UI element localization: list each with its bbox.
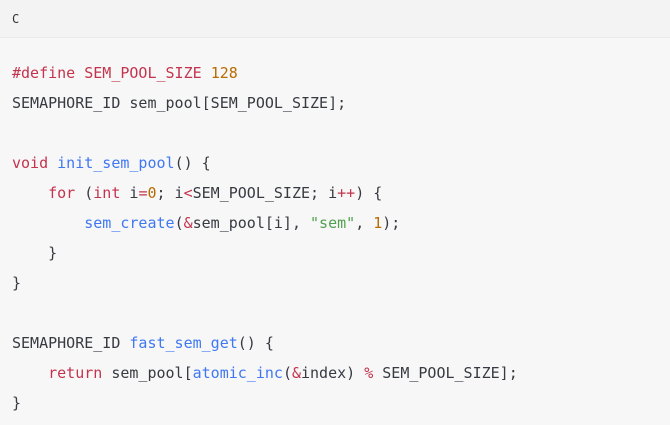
code-token: < [183, 184, 193, 202]
code-line: sem_create(&sem_pool[i], "sem", 1); [12, 208, 658, 238]
code-token: SEM_POOL_SIZE]; [373, 364, 518, 382]
code-token: SEM_POOL_SIZE; i [192, 184, 338, 202]
code-token: SEMAPHORE_ID [12, 334, 130, 352]
code-token: index) [301, 364, 365, 382]
code-token: % [364, 364, 374, 382]
code-token: ++ [337, 184, 356, 202]
code-token [12, 364, 48, 382]
code-token: & [183, 214, 193, 232]
code-token [75, 64, 84, 82]
code-token: 0 [147, 184, 157, 202]
code-token: () { [174, 154, 211, 172]
code-token: ); [382, 214, 401, 232]
code-token: return [48, 364, 103, 382]
code-token: } [12, 394, 22, 412]
code-token [12, 214, 84, 232]
code-token: sem_create [84, 214, 175, 232]
code-token: fast_sem_get [129, 334, 238, 352]
code-line: } [12, 388, 658, 418]
code-token: () { [237, 334, 274, 352]
code-token: ( [282, 364, 292, 382]
code-token: init_sem_pool [57, 154, 175, 172]
code-line: return sem_pool[atomic_inc(&index) % SEM… [12, 358, 658, 388]
code-token: sem_pool[i], [192, 214, 311, 232]
code-token: & [291, 364, 301, 382]
code-token: 128 [210, 64, 238, 82]
code-line: } [12, 238, 658, 268]
code-token: 1 [373, 214, 383, 232]
code-token: ; i [156, 184, 184, 202]
code-token: ( [174, 214, 184, 232]
code-token: = [138, 184, 148, 202]
code-token: #define [12, 64, 76, 82]
code-line [12, 298, 658, 328]
code-token: i [120, 184, 139, 202]
code-line [12, 118, 658, 148]
code-token: void [12, 154, 49, 172]
code-line: for (int i=0; i<SEM_POOL_SIZE; i++) { [12, 178, 658, 208]
code-line: SEMAPHORE_ID sem_pool[SEM_POOL_SIZE]; [12, 88, 658, 118]
code-token: ) { [355, 184, 383, 202]
code-token: , [355, 214, 374, 232]
code-token: int [93, 184, 121, 202]
code-token [202, 64, 211, 82]
code-token: SEMAPHORE_ID sem_pool[SEM_POOL_SIZE]; [12, 94, 347, 112]
code-token: SEM_POOL_SIZE [84, 64, 202, 82]
code-line: SEMAPHORE_ID fast_sem_get() { [12, 328, 658, 358]
code-token [48, 154, 57, 172]
code-token: } [12, 274, 22, 292]
code-token: atomic_inc [192, 364, 283, 382]
code-line: #define SEM_POOL_SIZE 128 [12, 58, 658, 88]
code-token: "sem" [310, 214, 356, 232]
code-token: } [12, 244, 58, 262]
code-token [12, 184, 48, 202]
code-token: ( [75, 184, 94, 202]
code-token: sem_pool[ [102, 364, 193, 382]
code-block-header: C [0, 0, 670, 38]
code-language-label: C [12, 11, 20, 26]
code-line: void init_sem_pool() { [12, 148, 658, 178]
code-token: for [48, 184, 76, 202]
code-line: } [12, 268, 658, 298]
